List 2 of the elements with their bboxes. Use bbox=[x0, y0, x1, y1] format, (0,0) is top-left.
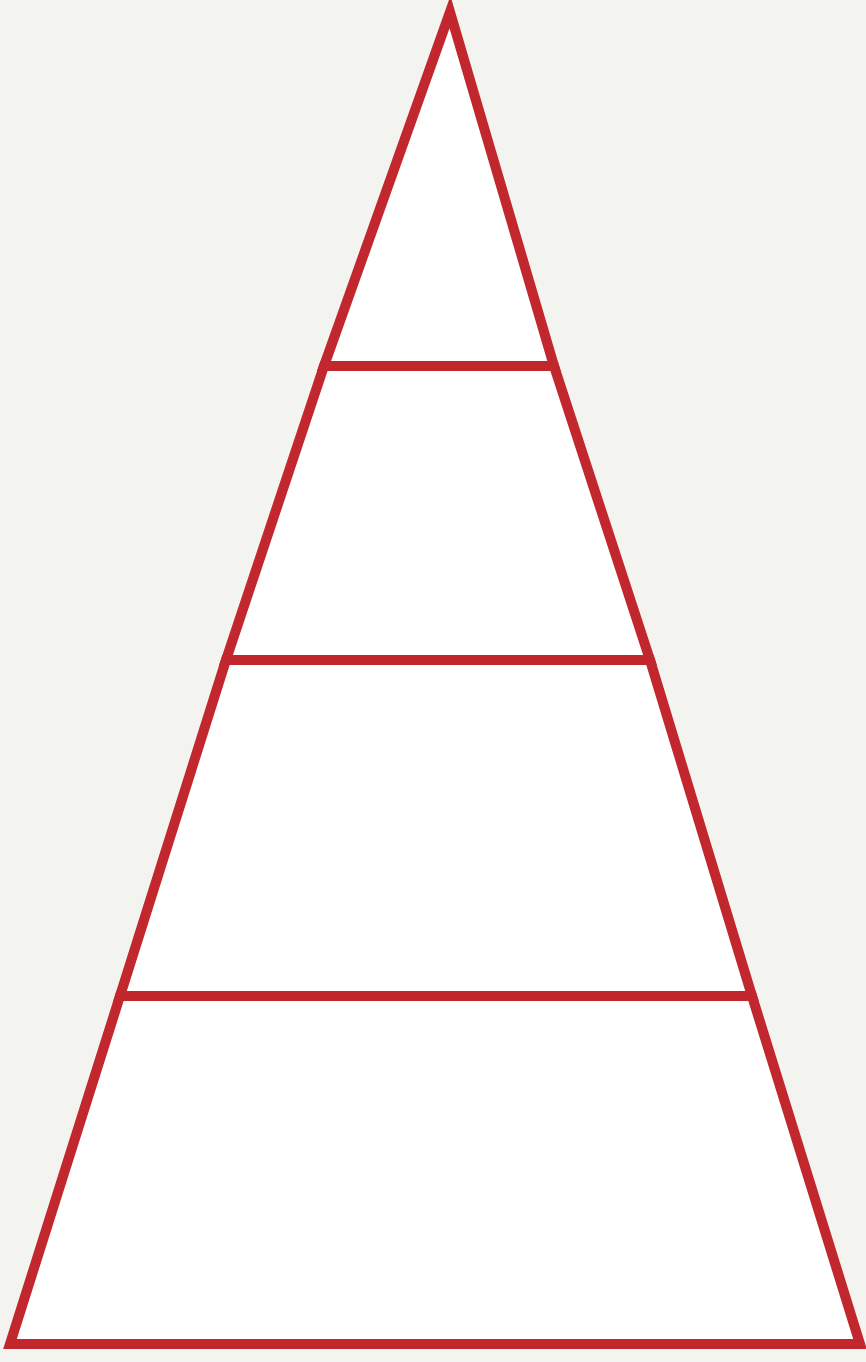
pyramid-top-tier bbox=[316, 0, 561, 371]
pyramid-tier bbox=[3, 991, 866, 1349]
